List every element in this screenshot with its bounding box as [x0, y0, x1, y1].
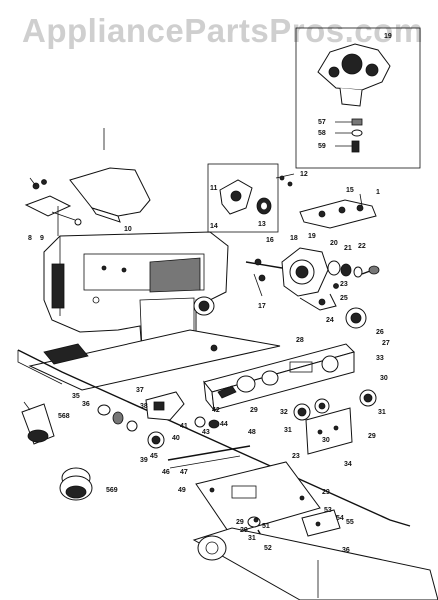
linkage-assembly[interactable]	[253, 273, 339, 311]
label-54: 54	[336, 515, 344, 522]
label-8: 8	[28, 235, 32, 242]
label-41: 41	[180, 423, 188, 430]
label-37: 37	[136, 387, 144, 394]
label-57: 57	[318, 119, 326, 126]
label-23: 23	[340, 281, 348, 288]
label-19b: 19	[384, 33, 392, 40]
label-52: 52	[264, 545, 272, 552]
label-29e: 29	[240, 527, 248, 534]
label-11: 11	[210, 185, 218, 192]
bracket-assembly[interactable]	[207, 163, 279, 233]
label-24: 24	[326, 317, 334, 324]
rod-46[interactable]	[167, 445, 251, 469]
component-569[interactable]	[59, 467, 93, 501]
label-13: 13	[258, 221, 266, 228]
component-568[interactable]	[21, 401, 55, 445]
label-34: 34	[344, 461, 352, 468]
label-10: 10	[124, 226, 132, 233]
control-panel[interactable]	[203, 343, 355, 412]
label-38: 38	[140, 403, 148, 410]
label-36b: 36	[342, 547, 350, 554]
label-55: 55	[346, 519, 354, 526]
label-1: 1	[376, 189, 380, 196]
panel-plate-34[interactable]	[305, 407, 353, 455]
lower-frame[interactable]	[17, 349, 411, 527]
label-51: 51	[262, 523, 270, 530]
knob-26[interactable]	[345, 307, 367, 329]
label-36: 36	[82, 401, 90, 408]
label-9: 9	[40, 235, 44, 242]
label-45: 45	[150, 453, 158, 460]
label-29b: 29	[368, 433, 376, 440]
panel-knob-mid[interactable]	[314, 398, 330, 414]
label-568: 568	[58, 413, 70, 420]
screw-12[interactable]	[275, 173, 295, 187]
pulley-train[interactable]	[327, 260, 380, 278]
label-31c: 31	[248, 535, 256, 542]
gear-assembly[interactable]	[245, 247, 329, 297]
label-26: 26	[376, 329, 384, 336]
label-49: 49	[178, 487, 186, 494]
bushing-group[interactable]	[97, 404, 220, 449]
label-39: 39	[140, 457, 148, 464]
label-40: 40	[172, 435, 180, 442]
panel-knob-right[interactable]	[359, 389, 377, 407]
label-46: 46	[162, 469, 170, 476]
panel-knob-left[interactable]	[293, 403, 311, 421]
label-16: 16	[266, 237, 274, 244]
label-30b: 30	[380, 375, 388, 382]
switch-assembly[interactable]	[145, 391, 185, 421]
inset-washer-58[interactable]	[335, 129, 363, 137]
label-48: 48	[248, 429, 256, 436]
label-17: 17	[258, 303, 266, 310]
inset-box	[295, 27, 421, 169]
label-29a: 29	[250, 407, 258, 414]
bottom-plate[interactable]	[195, 461, 341, 537]
inset-motor-part[interactable]	[317, 43, 391, 107]
label-14: 14	[210, 223, 218, 230]
watermark-text: AppliancePartsPros.com	[22, 12, 424, 49]
label-30: 30	[322, 437, 330, 444]
label-569: 569	[106, 487, 118, 494]
label-35: 35	[72, 393, 80, 400]
label-33: 33	[376, 355, 384, 362]
inset-screw-57[interactable]	[335, 118, 363, 126]
label-47: 47	[180, 469, 188, 476]
label-58: 58	[318, 130, 326, 137]
label-29c: 29	[322, 489, 330, 496]
top-cover[interactable]	[69, 167, 151, 223]
label-32: 32	[280, 409, 288, 416]
label-44: 44	[220, 421, 228, 428]
label-28: 28	[296, 337, 304, 344]
label-31b: 31	[284, 427, 292, 434]
hinge-assembly[interactable]	[24, 177, 82, 226]
label-23b: 23	[292, 453, 300, 460]
control-lever[interactable]	[299, 193, 377, 229]
label-12: 12	[300, 171, 308, 178]
base-plate[interactable]	[28, 329, 281, 391]
label-59: 59	[318, 143, 326, 150]
label-22: 22	[358, 243, 366, 250]
label-29d: 29	[236, 519, 244, 526]
label-15: 15	[346, 187, 354, 194]
label-21: 21	[344, 245, 352, 252]
label-19: 19	[308, 233, 316, 240]
machine-body[interactable]	[43, 231, 229, 357]
label-31: 31	[378, 409, 386, 416]
roll-cover[interactable]	[192, 527, 438, 600]
label-18: 18	[290, 235, 298, 242]
inset-spring-59[interactable]	[335, 140, 360, 153]
part-labels: 19 57 58 59 8 9 10 14 11 13 12 15 1 16 1…	[28, 33, 392, 554]
label-42: 42	[212, 407, 220, 414]
label-27: 27	[382, 340, 390, 347]
label-53: 53	[324, 507, 332, 514]
label-20: 20	[330, 240, 338, 247]
label-25: 25	[340, 295, 348, 302]
label-43: 43	[202, 429, 210, 436]
